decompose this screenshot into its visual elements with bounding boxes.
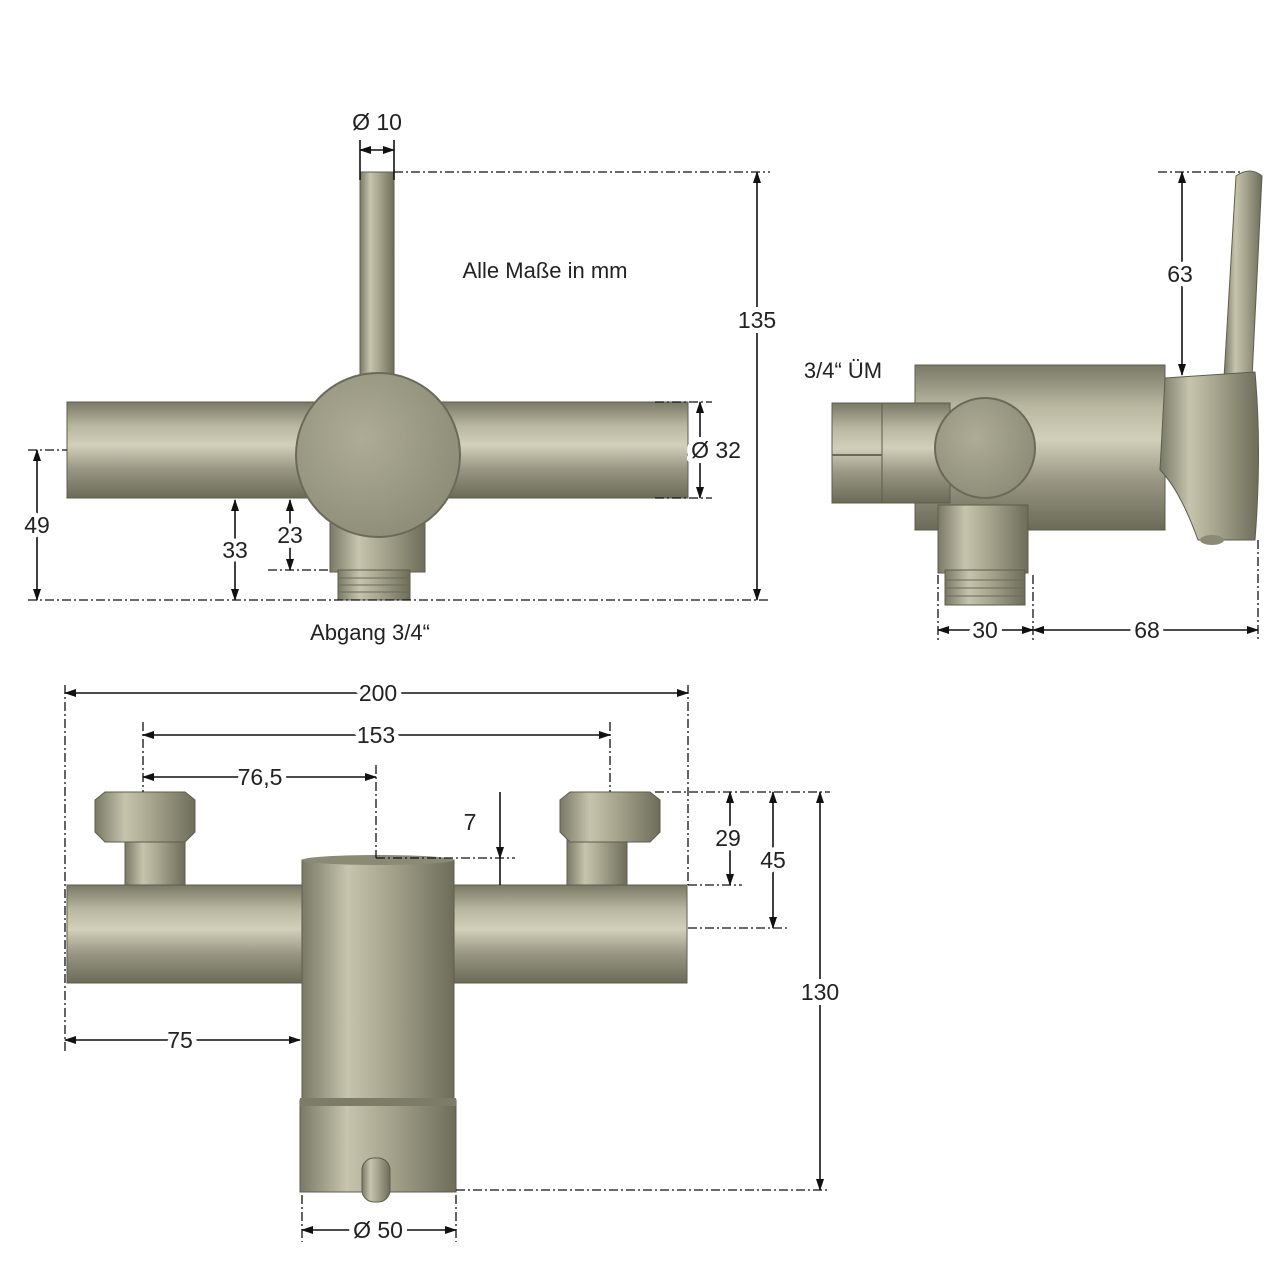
dim-nut-height: 29	[715, 825, 741, 851]
dim-pipe-diameter: Ø 32	[691, 437, 741, 463]
dim-axis-height: 49	[24, 512, 50, 538]
dim-lever-diameter: Ø 10	[352, 109, 402, 135]
dim-depth: 68	[1134, 617, 1160, 643]
central-body	[301, 859, 455, 1101]
dim-bottom-total-height: 130	[801, 979, 839, 1005]
side-lever	[1223, 170, 1263, 379]
dim-outlet-height: 23	[277, 522, 303, 548]
cap-knob	[361, 1157, 391, 1203]
dim-riser-height: 45	[760, 847, 786, 873]
dim-total-height: 135	[738, 307, 776, 333]
outlet-label: Abgang 3/4“	[310, 620, 430, 645]
lever	[359, 171, 395, 388]
dim-outlet-width: 30	[972, 617, 998, 643]
dim-lever-height: 63	[1167, 261, 1193, 287]
dim-pipe-bottom: 33	[222, 537, 248, 563]
front-view: Ø 10 135 Ø 32 49 33 23 Alle Maße in mm A…	[19, 104, 781, 645]
right-nut	[559, 791, 661, 843]
left-nut	[94, 791, 196, 843]
bottom-view: 200 153 76,5 7 29 45 130 75 Ø 50	[64, 675, 844, 1248]
side-disc	[934, 397, 1036, 499]
side-knob	[1200, 535, 1224, 545]
side-view: 63 3/4“ ÜM 30 68	[804, 170, 1263, 648]
side-outlet	[937, 504, 1029, 574]
connection-label: 3/4“ ÜM	[804, 358, 882, 383]
side-handle	[1159, 371, 1259, 541]
handle-disc	[295, 372, 461, 538]
dim-total-width: 200	[359, 680, 397, 706]
dim-offset-small: 7	[464, 809, 477, 835]
dim-connection-spacing: 153	[357, 722, 395, 748]
hex-nut	[831, 402, 883, 504]
units-note: Alle Maße in mm	[462, 258, 627, 283]
dim-body-diameter: Ø 50	[353, 1217, 403, 1243]
dim-half-spacing: 76,5	[238, 764, 283, 790]
dim-pipe-length: 75	[167, 1027, 193, 1053]
